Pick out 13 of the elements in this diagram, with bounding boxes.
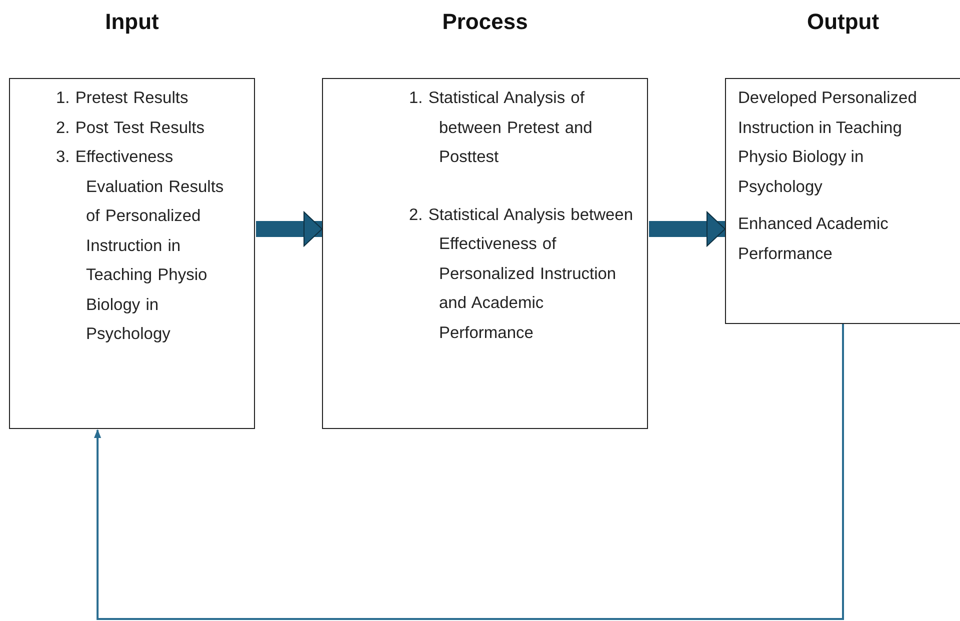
column-heading: Output — [806, 9, 880, 35]
block-arrow — [256, 212, 322, 246]
list-item: 1. Statistical Analysis of between Pretest and Posttest — [409, 88, 594, 168]
column-heading: Input — [104, 9, 160, 35]
block-arrow — [649, 212, 726, 246]
column-heading: Process — [441, 9, 529, 35]
list-item: 2. Statistical Analysis between Effectiveness of Personalized Instruction and Academic Performance — [409, 204, 634, 344]
feedback-arrow — [94, 324, 844, 620]
list-item: 3. Effectiveness Evaluation Results of Personalized Instruction in Teaching Physio Biology in Psychology — [56, 147, 225, 345]
list-item: Developed Personalized Instruction in Teaching Physio Biology in Psychology — [738, 88, 918, 198]
list-item: 2. Post Test Results — [56, 118, 206, 138]
list-item: 1. Pretest Results — [56, 88, 190, 109]
list-item: Enhanced Academic Performance — [738, 214, 890, 264]
